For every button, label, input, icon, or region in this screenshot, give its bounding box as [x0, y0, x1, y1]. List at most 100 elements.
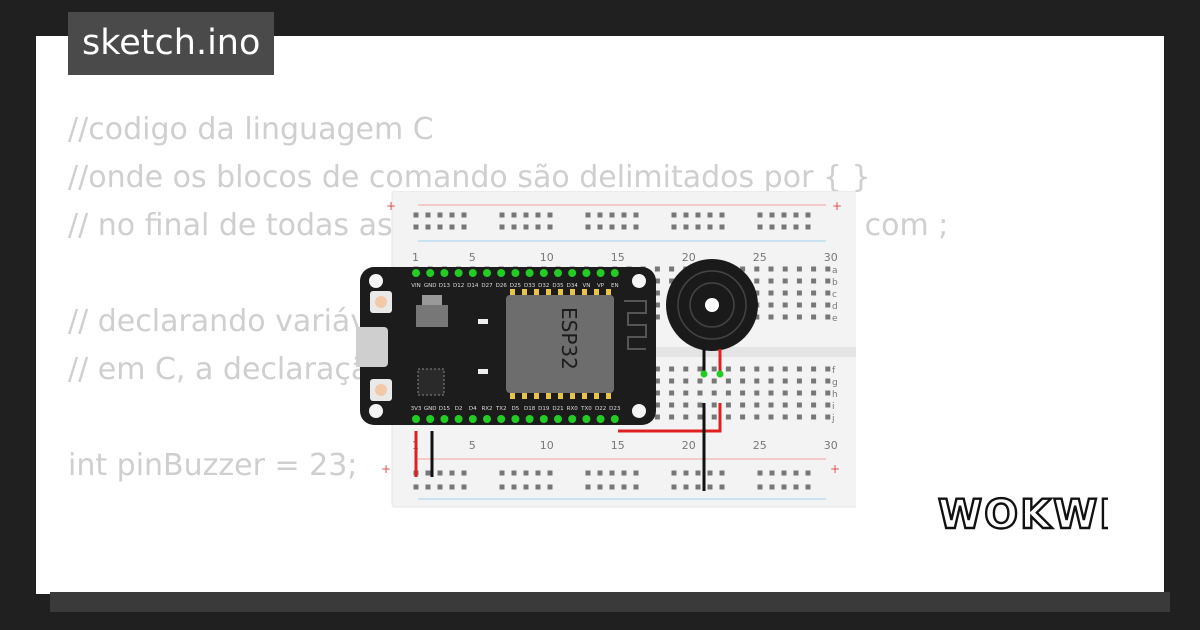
header-pin[interactable] — [568, 415, 577, 423]
row-label: i — [832, 402, 835, 412]
rail-hole — [805, 212, 811, 218]
buzzer[interactable] — [666, 259, 758, 378]
pin-label: 3V3 — [411, 406, 422, 412]
header-pin[interactable] — [468, 269, 477, 277]
pin-label: D18 — [524, 406, 536, 412]
breadboard-hole — [725, 414, 731, 420]
header-pin[interactable] — [497, 415, 506, 423]
header-pin[interactable] — [582, 269, 591, 277]
code-line — [68, 538, 948, 586]
breadboard-hole — [768, 390, 774, 396]
header-pin[interactable] — [426, 415, 435, 423]
header-pin[interactable] — [554, 269, 562, 277]
rail-hole — [683, 484, 689, 490]
pin-label: RX2 — [481, 406, 492, 412]
breadboard-hole — [811, 390, 817, 396]
rail-hole — [695, 212, 701, 218]
breadboard-hole — [825, 390, 831, 396]
rail-hole — [511, 470, 517, 476]
pin-label: D22 — [595, 406, 606, 412]
breadboard-hole — [669, 366, 675, 372]
code-line: //onde os blocos de comando são delimita… — [68, 160, 871, 195]
breadboard-hole — [796, 366, 802, 372]
header-pin[interactable] — [426, 269, 435, 277]
header-pin[interactable] — [568, 269, 577, 277]
header-pin[interactable] — [582, 415, 591, 423]
header-pin[interactable] — [497, 269, 506, 277]
pin-label: D5 — [512, 406, 520, 412]
rail-hole — [781, 470, 787, 476]
rail-hole — [621, 470, 627, 476]
breadboard-hole — [811, 366, 817, 372]
rail-hole — [683, 224, 689, 230]
header-pin[interactable] — [511, 269, 520, 277]
pin-label: D13 — [439, 283, 451, 289]
header-pin[interactable] — [554, 415, 562, 423]
header-pin[interactable] — [596, 269, 605, 277]
breadboard-hole — [754, 402, 760, 408]
rail-hole — [769, 224, 775, 230]
rail-hole — [757, 224, 763, 230]
rail-hole — [413, 212, 419, 218]
header-pin[interactable] — [610, 415, 619, 423]
column-label: 30 — [824, 251, 838, 264]
breadboard-hole — [654, 314, 660, 320]
header-pin[interactable] — [525, 415, 534, 423]
code-line: //codigo da linguagem C — [68, 112, 434, 147]
rail-hole — [707, 470, 713, 476]
pin-label: GND — [424, 283, 437, 289]
rail-symbol: + — [381, 462, 391, 476]
rail-hole — [719, 470, 725, 476]
breadboard-hole — [811, 314, 817, 320]
rail-hole — [425, 212, 431, 218]
breadboard-hole — [782, 390, 788, 396]
header-pin[interactable] — [610, 269, 619, 277]
rail-hole — [535, 224, 541, 230]
header-pin[interactable] — [525, 269, 534, 277]
rail-hole — [769, 484, 775, 490]
pin-label: D32 — [538, 283, 549, 289]
usb-port — [356, 327, 388, 367]
header-pin[interactable] — [539, 415, 548, 423]
header-pin[interactable] — [483, 415, 491, 423]
rail-hole — [585, 484, 591, 490]
pin-label: D23 — [609, 406, 621, 412]
column-label: 25 — [753, 439, 767, 452]
header-pin[interactable] — [412, 415, 420, 423]
rail-hole — [425, 470, 431, 476]
pin-label: GND — [424, 406, 437, 412]
breadboard-hole — [782, 414, 788, 420]
breadboard-hole — [796, 266, 802, 272]
breadboard-hole — [725, 366, 731, 372]
file-name-tab: sketch.ino — [68, 12, 275, 75]
breadboard-hole — [811, 302, 817, 308]
rail-hole — [547, 212, 553, 218]
breadboard-hole — [654, 278, 660, 284]
breadboard-hole — [768, 278, 774, 284]
header-pin[interactable] — [468, 415, 477, 423]
pin-label: D33 — [524, 283, 536, 289]
rail-symbol: + — [830, 462, 840, 476]
header-pin[interactable] — [440, 269, 449, 277]
breadboard-hole — [768, 290, 774, 296]
header-pin[interactable] — [539, 269, 548, 277]
wire-red-d23 — [618, 403, 722, 433]
header-pin[interactable] — [483, 269, 491, 277]
header-pin[interactable] — [412, 269, 420, 277]
header-pin[interactable] — [596, 415, 605, 423]
header-pin[interactable] — [454, 269, 463, 277]
rail-hole — [671, 470, 677, 476]
breadboard-hole — [825, 314, 831, 320]
rail-hole — [449, 484, 455, 490]
rail-hole — [793, 484, 799, 490]
rail-hole — [683, 212, 689, 218]
breadboard-hole — [669, 402, 675, 408]
pin-label: TX2 — [495, 406, 507, 412]
header-pin[interactable] — [511, 415, 520, 423]
header-pin[interactable] — [454, 415, 463, 423]
svg-text:WOKWI: WOKWI — [938, 492, 1108, 538]
breadboard-hole — [654, 266, 660, 272]
breadboard-hole — [711, 390, 717, 396]
header-pin[interactable] — [440, 415, 449, 423]
